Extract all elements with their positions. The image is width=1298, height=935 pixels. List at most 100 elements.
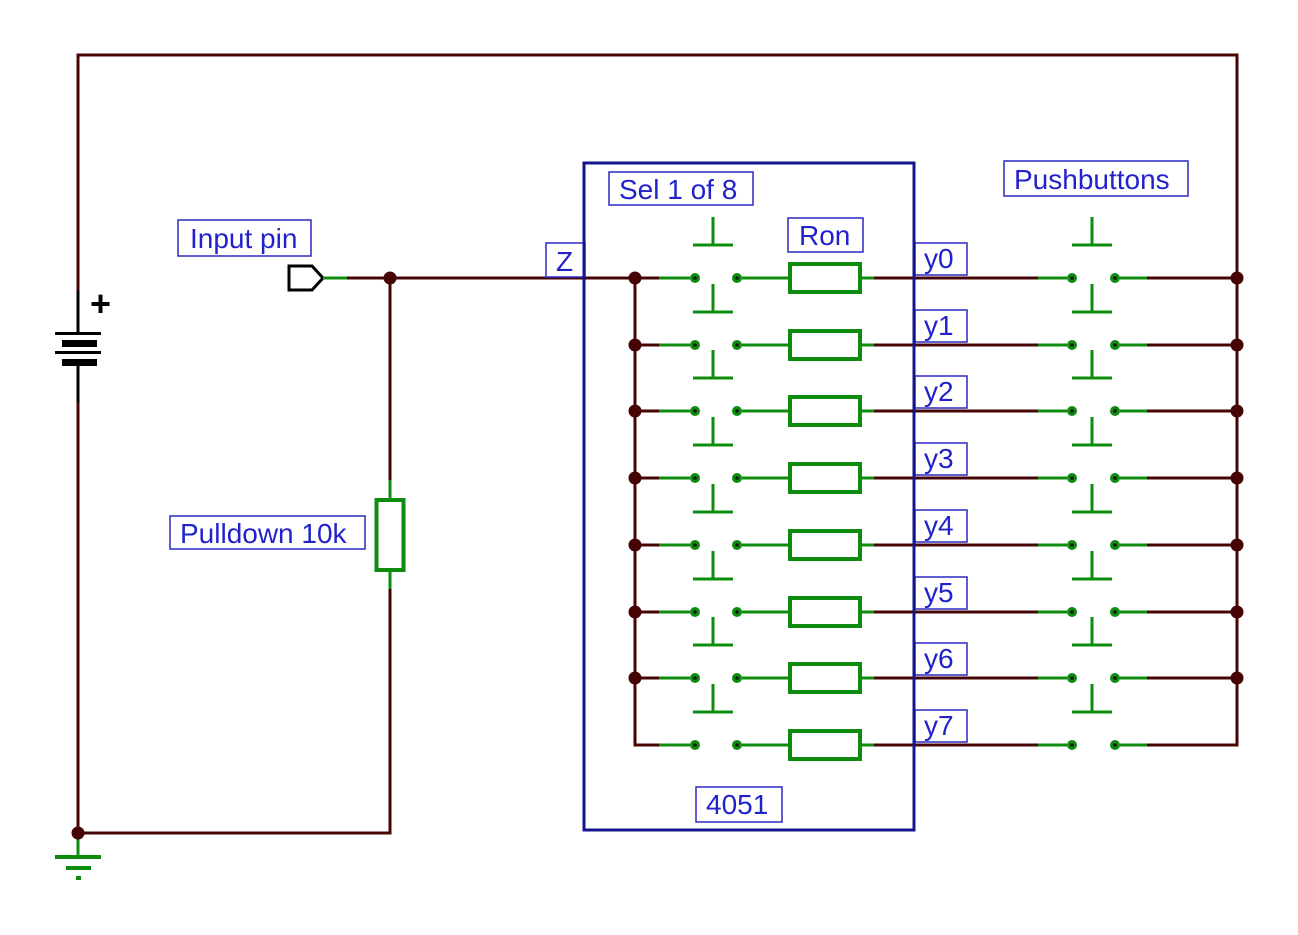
junction-dot [628, 538, 642, 552]
battery-plus-sign: + [90, 283, 111, 324]
mux-switch-y1[interactable] [659, 284, 790, 350]
label-text: y1 [924, 310, 954, 341]
contact-core [693, 743, 697, 747]
label-box [914, 442, 968, 476]
contact-core [1113, 610, 1117, 614]
junction-dot [1230, 605, 1244, 619]
junction-dot [383, 271, 397, 285]
label-text: Pushbuttons [1014, 164, 1170, 195]
pushbutton-y3[interactable] [1038, 417, 1147, 483]
mux-switch-actuator-icon [693, 551, 733, 581]
mux-switch-y7[interactable] [659, 684, 790, 750]
pushbutton-actuator-icon [1072, 684, 1112, 714]
mux-switch-y3[interactable] [659, 417, 790, 483]
mux-switch-actuator-icon [693, 217, 733, 247]
label-box [914, 309, 968, 343]
net-label-y0: y0 [914, 242, 968, 276]
pushbutton-actuator-icon [1072, 551, 1112, 581]
junction-dot [1230, 404, 1244, 418]
ron-resistor-y4 [788, 529, 862, 561]
mux-switch-y4[interactable] [659, 484, 790, 550]
ron-resistor-y0 [788, 262, 862, 294]
mux-switch-y0[interactable] [659, 217, 790, 283]
contact-core [1113, 409, 1117, 413]
net-label-y6: y6 [914, 642, 968, 676]
battery-plate-short [62, 340, 97, 347]
contact-core [693, 676, 697, 680]
mux-switch-y2[interactable] [659, 350, 790, 416]
junction-dot [1230, 338, 1244, 352]
junction-dot [1230, 538, 1244, 552]
pulldown-resistor [374, 480, 406, 589]
junction-dot [628, 338, 642, 352]
mux-switch-actuator-icon [693, 284, 733, 314]
contact-core [693, 476, 697, 480]
channel-row-y7: y7 [635, 684, 1237, 761]
label-selector: Sel 1 of 8 [608, 171, 754, 206]
ron-resistor-y5 [788, 596, 862, 628]
label-box [169, 515, 366, 550]
label-box [177, 219, 312, 257]
label-text: y2 [924, 376, 954, 407]
contact-core [735, 276, 739, 280]
net-label-y2: y2 [914, 375, 968, 409]
contact-core [1070, 543, 1074, 547]
label-box [608, 171, 754, 206]
label-text: 4051 [706, 789, 768, 820]
pushbutton-y2[interactable] [1038, 350, 1147, 416]
label-text: y6 [924, 643, 954, 674]
contact-core [1113, 276, 1117, 280]
chip-4051-outline [582, 161, 916, 832]
label-box [914, 642, 968, 676]
ron-resistor-y3 [788, 462, 862, 494]
pushbutton-actuator-icon [1072, 284, 1112, 314]
junction-dot [628, 471, 642, 485]
contact-core [1113, 743, 1117, 747]
mux-switch-y5[interactable] [659, 551, 790, 617]
label-box [695, 786, 783, 823]
schematic-labels: Input pin Pulldown 10k Z Sel 1 of 8 Ron … [169, 160, 1189, 823]
pushbutton-actuator-icon [1072, 217, 1112, 247]
label-pushbuttons: Pushbuttons [1003, 160, 1189, 197]
channel-row-y6: y6 [628, 617, 1244, 694]
net-label-y4: y4 [914, 509, 968, 543]
contact-core [735, 343, 739, 347]
pushbutton-y7[interactable] [1038, 684, 1147, 750]
contact-core [1113, 476, 1117, 480]
contact-core [693, 610, 697, 614]
battery-plate-long [55, 351, 101, 354]
pushbutton-y4[interactable] [1038, 484, 1147, 550]
label-pulldown: Pulldown 10k [169, 515, 366, 550]
junction-dot [628, 404, 642, 418]
contact-core [1070, 476, 1074, 480]
label-box [914, 576, 968, 610]
channel-row-y0: y0 [628, 217, 1244, 294]
label-text: Pulldown 10k [180, 518, 348, 549]
mux-switch-actuator-icon [693, 484, 733, 514]
label-chip: 4051 [695, 786, 783, 823]
pushbutton-y1[interactable] [1038, 284, 1147, 350]
mux-switch-actuator-icon [693, 417, 733, 447]
pushbutton-actuator-icon [1072, 617, 1112, 647]
contact-core [1113, 676, 1117, 680]
label-text: y4 [924, 510, 954, 541]
contact-core [1070, 343, 1074, 347]
label-box [787, 217, 864, 253]
junction-dot [1230, 671, 1244, 685]
pushbutton-y6[interactable] [1038, 617, 1147, 683]
input-pin-terminal [287, 264, 347, 292]
contact-core [1070, 676, 1074, 680]
contact-core [1113, 543, 1117, 547]
channel-row-y1: y1 [628, 284, 1244, 361]
pushbutton-y5[interactable] [1038, 551, 1147, 617]
mux-switch-actuator-icon [693, 684, 733, 714]
label-box [1003, 160, 1189, 197]
pushbutton-y0[interactable] [1038, 217, 1147, 283]
mux-switch-y6[interactable] [659, 617, 790, 683]
label-text: Z [556, 246, 573, 277]
battery-plate-short [62, 359, 97, 366]
label-box [914, 509, 968, 543]
